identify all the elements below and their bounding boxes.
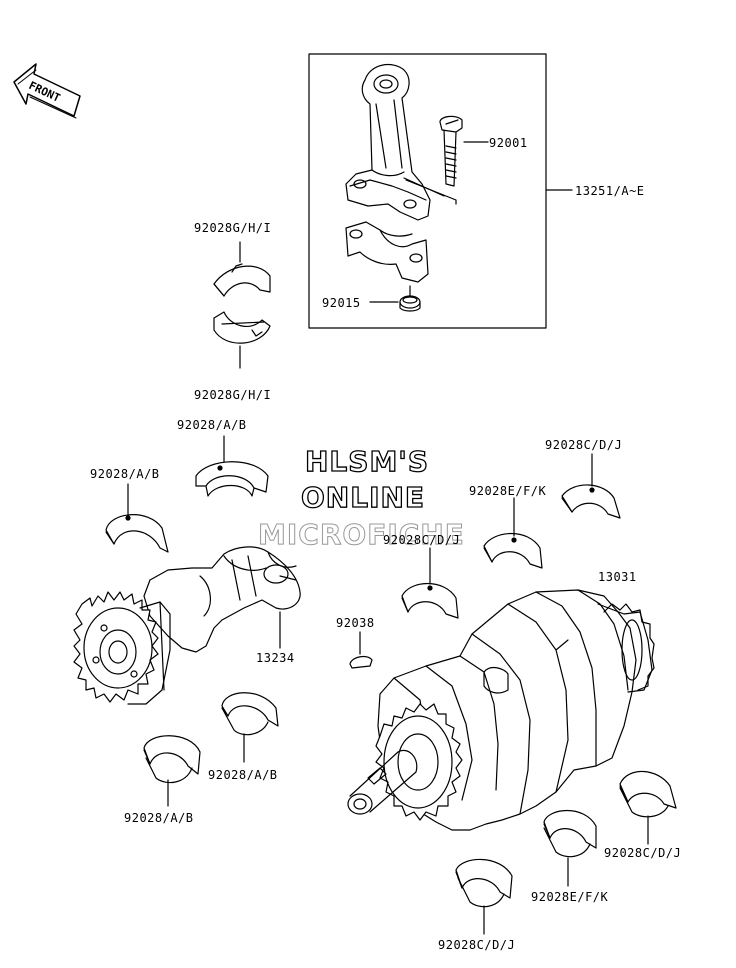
conrod-bearing-lower-icon: [213, 311, 271, 369]
label-balancer-bearing-lower-right: 92028/A/B: [208, 768, 278, 782]
crank-bearing-cdj-right-icon: [619, 770, 677, 845]
label-crank-bearing-efk-lower: 92028E/F/K: [531, 890, 609, 904]
balancer-bearing-upper-icon: [195, 435, 269, 497]
label-conrod-bearing-top: 92028G/H/I: [194, 221, 272, 235]
conrod-bolt-icon: [405, 115, 489, 205]
crank-bearing-efk-lower-icon: [543, 810, 597, 887]
label-balancer-shaft: 13234: [256, 651, 295, 665]
label-balancer-bearing-left: 92028/A/B: [90, 467, 160, 481]
label-conrod-bearing-bottom: 92028G/H/I: [194, 388, 272, 402]
label-conrod-bolt: 92001: [489, 136, 528, 150]
front-arrow-icon: FRONT: [13, 63, 81, 119]
woodruff-key-icon: [349, 631, 373, 669]
crank-bearing-cdj-bottom-icon: [455, 858, 513, 935]
label-balancer-bearing-upper: 92028/A/B: [177, 418, 247, 432]
conrod-bearing-upper-icon: [213, 241, 271, 297]
watermark-line-2: ONLINE: [300, 481, 426, 514]
label-crank-bearing-cdj-center: 92028C/D/J: [383, 533, 461, 547]
balancer-bearing-left-icon: [105, 483, 169, 553]
label-balancer-bearing-lower-left: 92028/A/B: [124, 811, 194, 825]
crank-bearing-cdj-center-icon: [401, 547, 459, 619]
label-conrod-nut: 92015: [322, 296, 361, 310]
label-crank-bearing-cdj-bottom: 92028C/D/J: [438, 938, 516, 952]
label-crank-bearing-efk-upper: 92028E/F/K: [469, 484, 547, 498]
crank-bearing-efk-upper-icon: [483, 497, 543, 569]
watermark-line-1: HLSM'S: [304, 445, 430, 478]
balancer-bearing-lower-right-icon: [221, 692, 279, 763]
conrod-assembly-frame: [308, 53, 547, 329]
balancer-gear-icon: [73, 591, 171, 705]
label-crank-bearing-cdj-right: 92028C/D/J: [604, 846, 682, 860]
balancer-shaft-icon: [143, 546, 301, 653]
label-key: 92038: [336, 616, 375, 630]
conrod-nut-icon: [369, 285, 421, 312]
label-crankshaft: 13031: [598, 570, 637, 584]
balancer-bearing-lower-left-icon: [143, 735, 201, 807]
label-conrod-assembly: 13251/A~E: [575, 184, 645, 198]
connecting-rod-icon: [345, 63, 445, 221]
crankshaft-gear-icon: [347, 703, 463, 821]
rod-cap-icon: [345, 221, 429, 283]
watermark-line-3: MICROFICHE: [258, 518, 465, 551]
crank-bearing-top-right-icon: [561, 453, 621, 519]
label-crank-bearing-top-right: 92028C/D/J: [545, 438, 623, 452]
